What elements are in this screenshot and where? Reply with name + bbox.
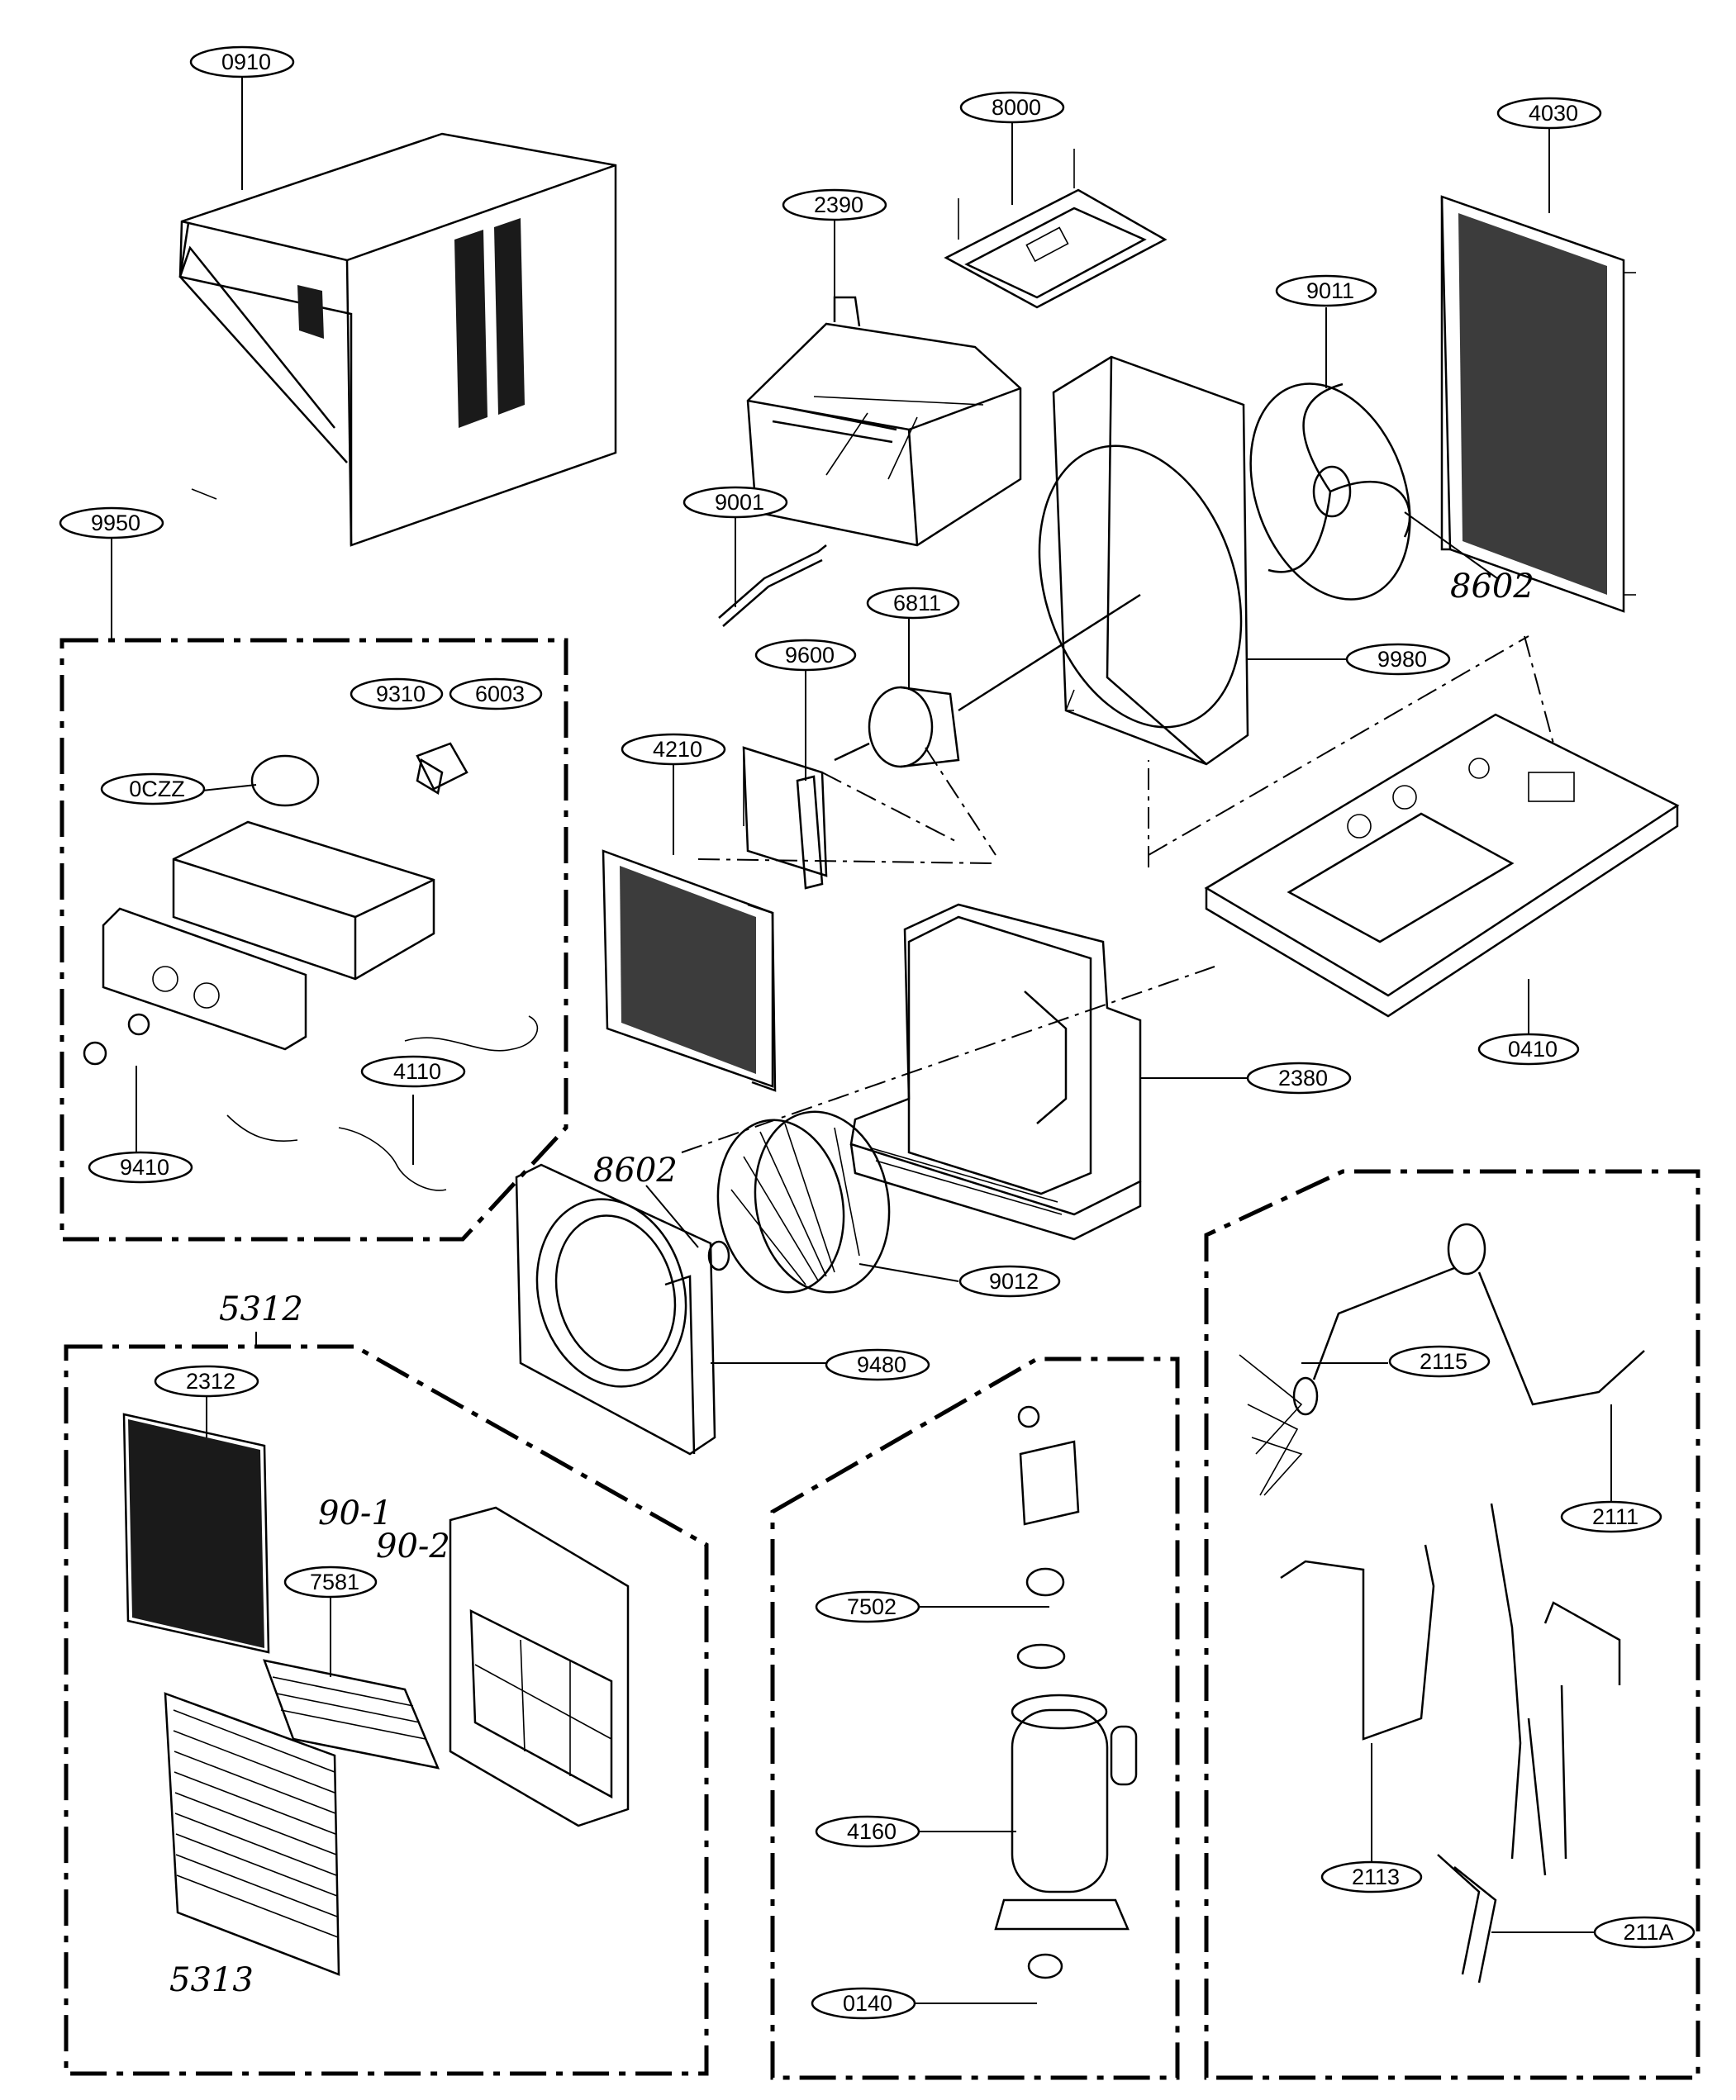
svg-text:9011: 9011 [1306,278,1354,303]
handwritten-8602-top: 8602 [1450,568,1534,606]
front-grille-group-outline [64,1344,709,2076]
svg-text:9012: 9012 [989,1269,1039,1294]
part-label-9410: 9410 [88,1151,193,1184]
part-label-9480: 9480 [825,1348,930,1381]
part-label-9980: 9980 [1345,643,1451,676]
part-label-2115: 2115 [1388,1345,1491,1378]
part-label-2113: 2113 [1320,1860,1423,1893]
inlet-grille-drawing [164,1692,340,1976]
base-pan-drawing [1204,713,1680,1018]
blower-wheel-drawing [707,1110,891,1294]
svg-text:0410: 0410 [1508,1037,1558,1062]
compressor-group-outline [770,1356,1180,2080]
air-duct-drawing [746,296,1022,547]
svg-text:2115: 2115 [1420,1349,1467,1374]
handwritten-5312: 5312 [219,1290,303,1328]
front-panel-drawing [449,1506,630,1827]
evaporator-coil-drawing [602,849,777,1092]
part-label-9600: 9600 [754,639,857,672]
assembly-guide-lines [681,635,1554,1153]
part-label-2380: 2380 [1246,1062,1352,1095]
part-label-6811: 6811 [866,587,960,620]
part-label-4110: 4110 [360,1055,466,1088]
blower-housing-drawing [849,903,1142,1241]
part-label-0910: 0910 [189,45,295,78]
handwritten-90-2: 90-2 [376,1527,450,1565]
outdoor-fan-drawing [1249,382,1411,601]
part-label-7581: 7581 [283,1565,378,1599]
svg-text:9310: 9310 [376,682,426,706]
handwritten-90-1: 90-1 [318,1494,392,1532]
svg-text:4030: 4030 [1529,101,1578,126]
part-label-2390: 2390 [782,188,887,221]
part-label-4210: 4210 [621,733,726,766]
piping-drawing [1239,1223,1645,1984]
condenser-coil-drawing [1440,195,1636,613]
svg-text:7502: 7502 [847,1594,897,1619]
svg-text:2111: 2111 [1592,1504,1638,1529]
orifice-panel-drawing [515,1163,716,1456]
refrigerant-piping-group-outline [1204,1169,1700,2080]
part-label-4160: 4160 [815,1815,920,1848]
fan-rod-drawing [718,544,827,627]
svg-text:4210: 4210 [653,737,702,762]
svg-text:4160: 4160 [847,1819,897,1844]
fan-motor-drawing [834,593,1141,768]
svg-text:211A: 211A [1623,1920,1673,1945]
fan-shroud-drawing [1038,355,1249,766]
part-label-9001: 9001 [683,486,788,519]
part-label-2111: 2111 [1560,1500,1662,1533]
part-label-7502: 7502 [815,1590,920,1623]
part-label-6003: 6003 [449,677,543,710]
handwritten-5313: 5313 [169,1961,254,1999]
svg-text:0CZZ: 0CZZ [129,777,185,801]
control-box-drawing [83,742,539,1191]
part-label-0140: 0140 [811,1987,916,2020]
part-label-8000: 8000 [959,91,1065,124]
handwritten-8602-blower: 8602 [593,1152,678,1190]
svg-text:9980: 9980 [1377,647,1427,672]
svg-text:9001: 9001 [715,490,764,515]
svg-text:2312: 2312 [186,1369,235,1394]
support-plate-drawing [944,149,1168,309]
part-label-0410: 0410 [1477,1033,1580,1066]
svg-text:2113: 2113 [1352,1865,1400,1889]
leader-lines [136,74,1612,2004]
compressor-drawing [994,1405,1138,1979]
svg-text:6811: 6811 [893,591,941,615]
svg-text:0910: 0910 [221,50,271,74]
svg-text:9410: 9410 [120,1155,169,1180]
svg-text:2390: 2390 [814,192,863,217]
cabinet-drawing [178,132,617,547]
part-label-9012: 9012 [958,1265,1061,1298]
svg-text:2380: 2380 [1278,1066,1328,1090]
svg-text:6003: 6003 [475,682,525,706]
louver-drawing [263,1659,440,1770]
svg-text:0140: 0140 [843,1991,892,2016]
filter-drawing [122,1413,270,1654]
part-label-9310: 9310 [350,677,444,710]
svg-text:8000: 8000 [992,95,1041,120]
svg-text:9480: 9480 [857,1352,906,1377]
motor-bracket-drawing [742,746,828,890]
svg-text:9950: 9950 [91,511,140,535]
svg-text:9600: 9600 [785,643,835,668]
part-label-4030: 4030 [1496,97,1602,130]
svg-text:4110: 4110 [393,1059,441,1084]
part-label-9950: 9950 [59,506,164,539]
part-label-2312: 2312 [154,1365,259,1398]
part-label-211a: 211A [1593,1916,1696,1949]
part-label-9011: 9011 [1275,274,1377,307]
svg-text:7581: 7581 [310,1570,359,1594]
control-box-group-outline [59,638,568,1242]
part-label-0czz: 0CZZ [100,772,206,805]
